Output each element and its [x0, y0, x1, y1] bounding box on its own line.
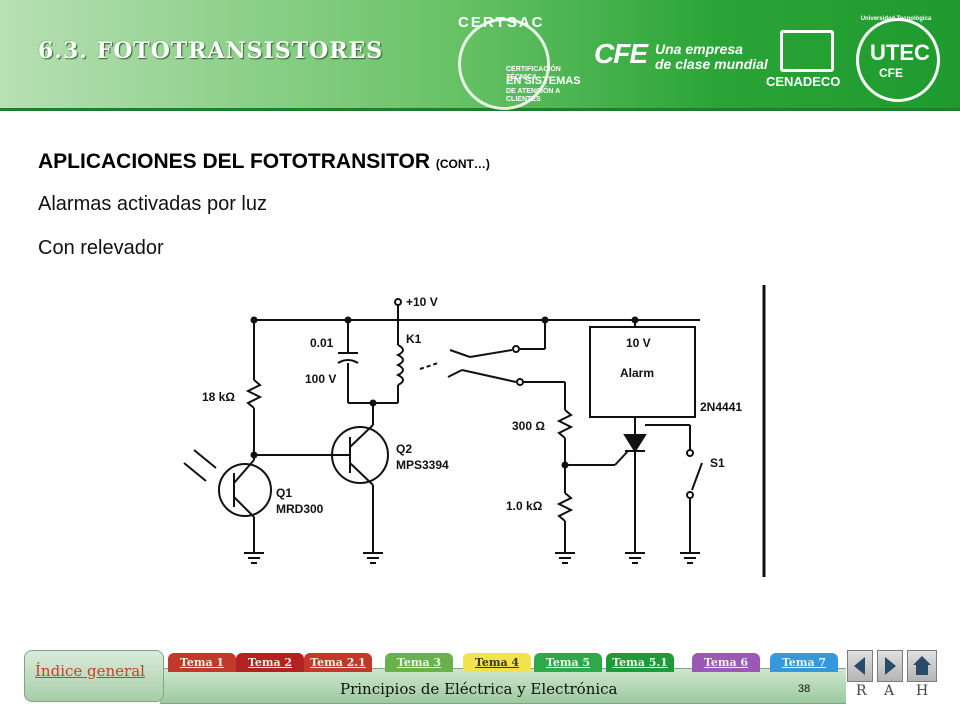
body-line-1: Alarmas activadas por luz: [38, 193, 267, 215]
heading-text: APLICACIONES DEL FOTOTRANSITOR: [38, 150, 431, 173]
relay-coil-icon: [395, 344, 404, 386]
label-r2: 300 Ω: [512, 419, 545, 433]
light-ray-1: [193, 449, 217, 469]
alarm-box: [589, 326, 696, 418]
certsac-line2: EN SISTEMAS: [506, 75, 581, 87]
triangle-right-icon: [885, 657, 896, 675]
label-q2-part: MPS3394: [396, 458, 449, 472]
footer-title: Principios de Eléctrica y Electrónica: [340, 680, 618, 698]
label-q1-part: MRD300: [276, 502, 324, 516]
section-title: 6.3. FOTOTRANSISTORES: [38, 38, 384, 64]
tab-tema-7[interactable]: Tema 7: [770, 653, 838, 672]
tab-tema-6[interactable]: Tema 6: [692, 653, 760, 672]
home-icon: [913, 656, 931, 675]
label-supply: +10 V: [406, 295, 438, 309]
r2-resistor-icon: [556, 409, 574, 439]
nav-back-button[interactable]: [847, 650, 873, 682]
body-line-2: Con relevador: [38, 237, 164, 259]
cfe-tagline-2: de clase mundial: [655, 56, 768, 72]
certsac-line1: CERTIFICACIÓN TÉCNICA: [506, 66, 561, 81]
index-box[interactable]: [24, 650, 164, 702]
utec-arc-text: Universidad Tecnológica: [860, 16, 932, 22]
q2-transistor-icon: [331, 426, 389, 484]
utec-name: UTEC: [870, 40, 930, 65]
page-number: 38: [798, 683, 811, 695]
switch-s1-icon: [691, 462, 703, 491]
tab-tema-2-1[interactable]: Tema 2.1: [304, 653, 372, 672]
label-scr-part: 2N4441: [700, 400, 742, 414]
label-r1: 18 kΩ: [202, 390, 235, 404]
nav-label-r: R: [856, 683, 867, 699]
cfe-logo: CFE: [594, 38, 648, 69]
tab-tema-4[interactable]: Tema 4: [463, 653, 531, 672]
tab-tema-5-1[interactable]: Tema 5.1: [606, 653, 674, 672]
cube-icon: [780, 30, 834, 72]
label-cap-value: 0.01: [310, 336, 334, 350]
r3-resistor-icon: [556, 492, 574, 522]
tab-tema-2[interactable]: Tema 2: [236, 653, 304, 672]
cap-plate-bottom: [337, 359, 359, 364]
label-relay: K1: [406, 332, 422, 346]
tab-tema-3[interactable]: Tema 3: [385, 653, 453, 672]
relay-contact-upper: [449, 349, 471, 358]
label-q2: Q2: [396, 442, 412, 456]
scr-icon: [623, 434, 647, 453]
tab-tema-5[interactable]: Tema 5: [534, 653, 602, 672]
cfe-tagline: Una empresa de clase mundial: [655, 42, 768, 72]
heading-suffix: (CONT…): [435, 157, 490, 171]
slide-heading: APLICACIONES DEL FOTOTRANSITOR (CONT…): [38, 150, 490, 174]
relay-contact-lower: [447, 369, 463, 378]
certsac-line3: DE ATENCIÓN A CLIENTES: [506, 88, 560, 103]
label-q1: Q1: [276, 486, 292, 500]
cfe-tagline-1: Una empresa: [655, 41, 743, 57]
nav-forward-button[interactable]: [877, 650, 903, 682]
utec-cfe: CFE: [879, 66, 903, 80]
cenadeco-name: CENADECO: [766, 74, 841, 89]
certsac-brand: CERTSAC: [458, 14, 545, 31]
footer-bar: [160, 668, 846, 704]
nav-home-button[interactable]: [907, 650, 937, 682]
utec-ring-icon: [856, 18, 940, 102]
utec-logo: Universidad Tecnológica UTEC CFE: [846, 14, 946, 104]
label-cap-voltage: 100 V: [305, 372, 336, 386]
nav-label-a: A: [884, 683, 895, 699]
cenadeco-logo: CENADECO: [766, 30, 840, 94]
label-switch: S1: [710, 456, 725, 470]
certsac-ring-icon: [458, 18, 550, 110]
nav-label-h: H: [916, 683, 929, 699]
light-ray-2: [183, 462, 207, 482]
triangle-left-icon: [854, 657, 865, 675]
r1-resistor-icon: [245, 379, 263, 409]
q1-transistor-icon: [218, 463, 272, 517]
certsac-logo: CERTSAC CERTIFICACIÓN TÉCNICA EN SISTEMA…: [440, 12, 581, 110]
label-r3: 1.0 kΩ: [506, 499, 543, 513]
tab-tema-1[interactable]: Tema 1: [168, 653, 236, 672]
supply-terminal-icon: [394, 298, 402, 306]
header-divider: [0, 108, 960, 111]
circuit-diagram: +10 V K1 0.01 100 V 18 kΩ 300 Ω 1.0 kΩ Q…: [183, 285, 766, 577]
label-alarm: Alarm: [620, 366, 654, 380]
label-alarm-voltage: 10 V: [626, 336, 651, 350]
index-link[interactable]: Índice general: [35, 662, 145, 680]
